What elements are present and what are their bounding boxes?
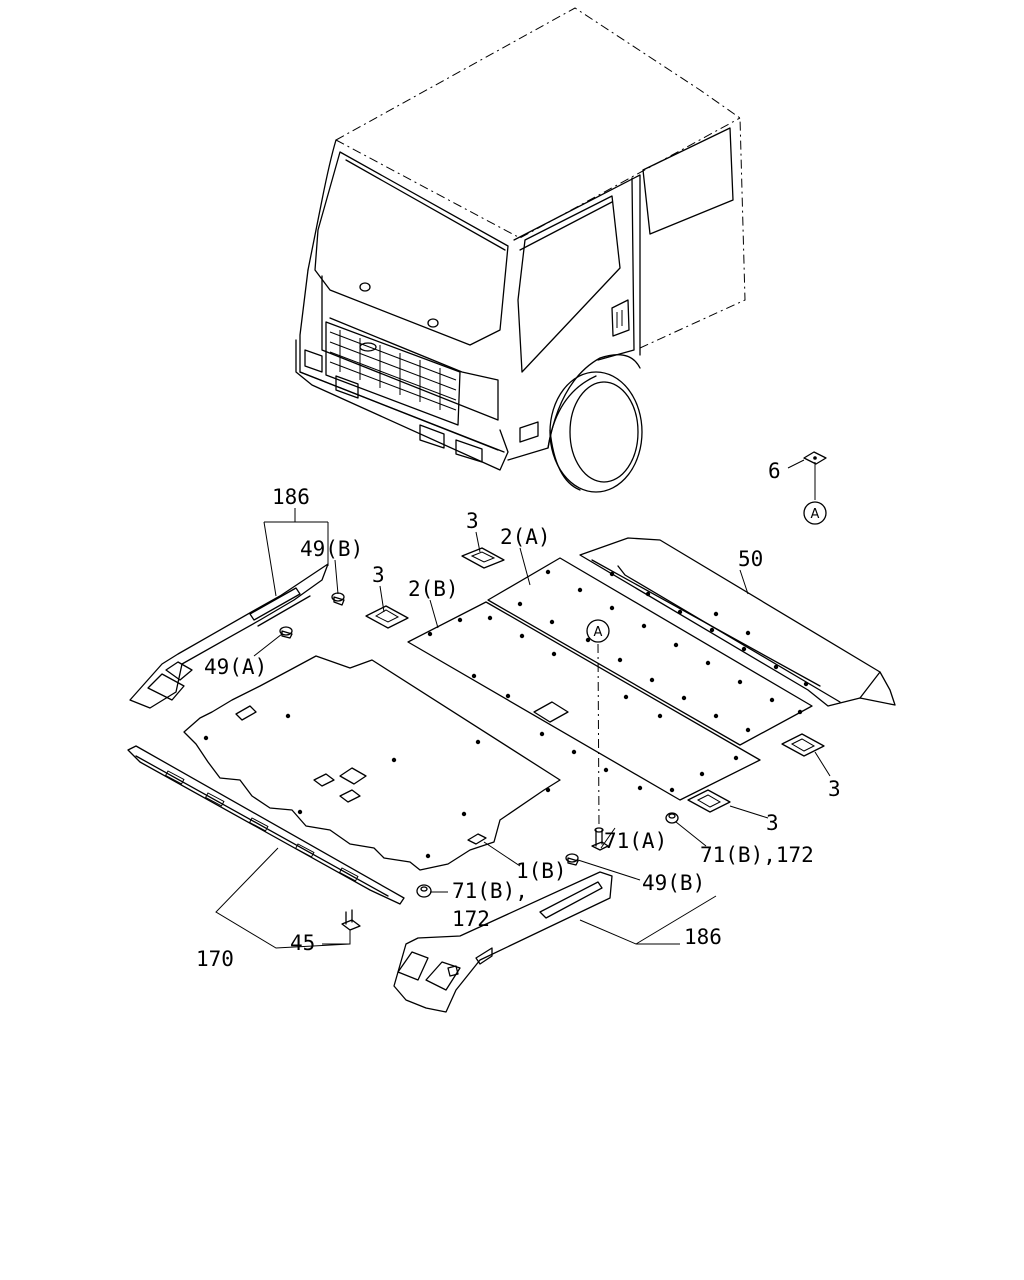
label-49b-left: 49(B) [300,537,363,561]
part-170-header-rail [127,745,405,905]
label-49b-right: 49(B) [642,871,705,895]
label-186-right: 186 [684,925,722,949]
part-2b-headliner-panel [407,601,761,801]
clip-3-middle [365,605,409,629]
fastener-71b-left [416,884,432,898]
label-172-left: 172 [452,907,490,931]
label-50: 50 [738,547,763,571]
svg-text:A: A [811,507,820,522]
screw-45 [341,909,361,931]
screw-49a [279,626,293,639]
clip-6 [803,451,827,465]
svg-text:A: A [594,625,603,640]
part-186-left-pillar-trim [129,563,329,709]
label-71a: 71(A) [604,829,667,853]
callout-a-middle: A [586,619,610,643]
fastener-71b-right [665,812,679,824]
clip-3-right-lower [687,789,731,813]
label-49a: 49(A) [204,655,267,679]
label-6: 6 [768,459,781,483]
fastener-71a [591,827,609,851]
part-186-right-pillar-trim [393,871,613,1013]
label-71b-172-right: 71(B),172 [700,843,814,867]
callout-a-top: A [803,501,827,525]
label-1b: 1(B) [516,859,567,883]
screw-49b-left [331,592,345,606]
leader-lines [215,459,831,949]
part-2a-headliner-panel [487,557,813,746]
label-3-right-upper: 3 [828,777,841,801]
label-3-middle: 3 [372,563,385,587]
part-1b-roof-liner [183,655,561,871]
label-3-right-lower: 3 [766,811,779,835]
screw-49b-right [565,853,579,866]
clip-3-upper [461,547,505,569]
label-186-left: 186 [272,485,310,509]
clip-3-right-upper [781,733,825,757]
part-labels: 186 49(B) 3 2(A) 3 2(B) 50 6 49(A) 3 3 7… [196,459,841,971]
label-71b-left: 71(B), [452,879,528,903]
part-50-rear-trim [579,537,896,707]
label-3-upper: 3 [466,509,479,533]
label-2a: 2(A) [500,525,551,549]
label-170: 170 [196,947,234,971]
label-2b: 2(B) [408,577,459,601]
truck-cab [295,7,746,493]
label-45: 45 [290,931,315,955]
